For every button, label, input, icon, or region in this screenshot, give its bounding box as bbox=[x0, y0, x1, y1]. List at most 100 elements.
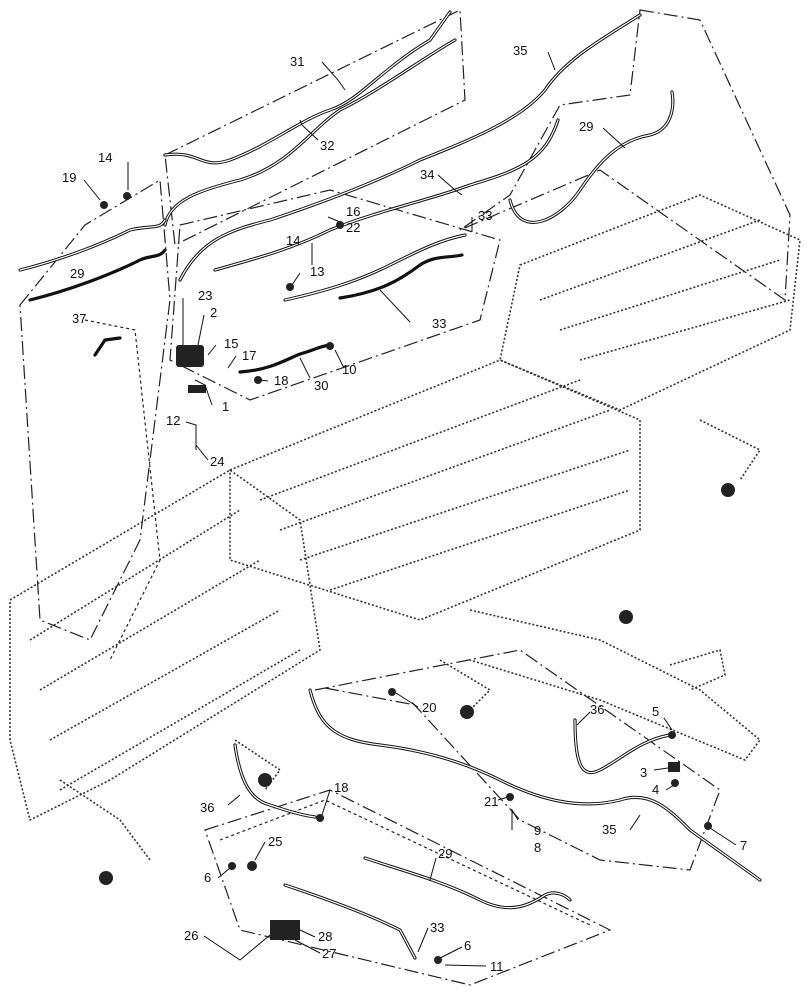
frame-lower-kit bbox=[204, 789, 612, 986]
callout-33-upper: 33 bbox=[478, 208, 492, 223]
coupler-3 bbox=[668, 762, 680, 772]
chassis-hitch-tongue bbox=[469, 609, 762, 761]
callout-3: 3 bbox=[640, 765, 647, 780]
chassis-center-crossbars bbox=[259, 379, 631, 591]
hose-29-lower bbox=[363, 856, 572, 910]
callout-14-middle: 14 bbox=[286, 233, 300, 248]
bracket-1 bbox=[188, 385, 206, 393]
fitting-16 bbox=[336, 221, 344, 229]
callout-2: 2 bbox=[210, 305, 217, 320]
callout-7: 7 bbox=[740, 838, 747, 853]
hose-30 bbox=[238, 343, 332, 374]
chassis-left-wheel-arm bbox=[234, 739, 282, 791]
callout-16: 16 bbox=[346, 204, 360, 219]
chassis-hitch-jack bbox=[669, 648, 726, 691]
hydraulic-hoses bbox=[18, 10, 762, 960]
frame-left-lines bbox=[84, 319, 161, 661]
callout-28: 28 bbox=[318, 929, 332, 944]
callout-35-lower: 35 bbox=[602, 822, 616, 837]
hose-33-middle bbox=[338, 253, 464, 300]
callout-32: 32 bbox=[320, 138, 334, 153]
callout-29-lower: 29 bbox=[438, 846, 452, 861]
wheel-left bbox=[99, 871, 113, 885]
frame-lower-kit-inner bbox=[219, 799, 591, 926]
callout-31: 31 bbox=[290, 54, 304, 69]
callout-18-upper: 18 bbox=[274, 373, 288, 388]
callout-18-lower: 18 bbox=[334, 780, 348, 795]
fitting-25 bbox=[247, 861, 257, 871]
wheel-center-right bbox=[619, 610, 633, 624]
frame-left-hoses bbox=[19, 178, 171, 641]
fitting-20 bbox=[388, 688, 396, 696]
callout-15: 15 bbox=[224, 336, 238, 351]
fitting-21 bbox=[506, 793, 514, 801]
fitting-14-upper bbox=[123, 192, 131, 200]
callout-17: 17 bbox=[242, 348, 256, 363]
leader-lines bbox=[83, 51, 737, 967]
callout-35-upper: 35 bbox=[513, 43, 527, 58]
bracket-27 bbox=[270, 920, 300, 940]
fitting-19 bbox=[100, 201, 108, 209]
group-frames bbox=[19, 9, 791, 986]
frame-hoses-top-left bbox=[164, 9, 466, 246]
callout-26: 26 bbox=[184, 928, 198, 943]
callout-30: 30 bbox=[314, 378, 328, 393]
implement-chassis bbox=[9, 194, 801, 861]
callout-24: 24 bbox=[210, 454, 224, 469]
hose-37 bbox=[93, 336, 122, 357]
callout-19: 19 bbox=[62, 170, 76, 185]
callout-29-upper: 29 bbox=[579, 119, 593, 134]
callout-21: 21 bbox=[484, 794, 498, 809]
callout-10: 10 bbox=[342, 362, 356, 377]
chassis-center-frame bbox=[229, 359, 641, 621]
chassis-center-wheel-arm bbox=[439, 659, 492, 711]
chassis-rear-crossbars bbox=[539, 219, 791, 361]
callout-27: 27 bbox=[322, 946, 336, 961]
callout-33-middle: 33 bbox=[432, 316, 446, 331]
callout-23: 23 bbox=[198, 288, 212, 303]
chassis-right-wheel-arm bbox=[699, 419, 762, 481]
valve-block bbox=[176, 345, 204, 367]
callout-34: 34 bbox=[420, 167, 434, 182]
wheel-center bbox=[460, 705, 474, 719]
callout-6-upper: 6 bbox=[204, 870, 211, 885]
hose-33-lower bbox=[283, 883, 417, 960]
frame-lower-center bbox=[314, 649, 721, 871]
wheel-left-center bbox=[258, 773, 272, 787]
callout-13: 13 bbox=[310, 264, 324, 279]
fittings bbox=[100, 192, 712, 964]
callout-33-lower: 33 bbox=[430, 920, 444, 935]
callout-20: 20 bbox=[422, 700, 436, 715]
callout-14-upper: 14 bbox=[98, 150, 112, 165]
callout-12: 12 bbox=[166, 413, 180, 428]
callout-29-left: 29 bbox=[70, 266, 84, 281]
callout-1: 1 bbox=[222, 399, 229, 414]
callout-37: 37 bbox=[72, 311, 86, 326]
fitting-5 bbox=[668, 731, 676, 739]
wheels bbox=[99, 483, 735, 885]
callout-36-right: 36 bbox=[590, 702, 604, 717]
callout-9: 9 bbox=[534, 823, 541, 838]
fitting-18-upper bbox=[254, 376, 262, 384]
hose-29-left-lower bbox=[28, 248, 167, 302]
hose-31 bbox=[163, 10, 452, 165]
callout-25: 25 bbox=[268, 834, 282, 849]
callout-5: 5 bbox=[652, 704, 659, 719]
chassis-left-crossbars bbox=[29, 509, 301, 791]
chassis-left-wing-arm bbox=[59, 779, 151, 861]
frame-hoses-middle bbox=[169, 189, 501, 401]
wheel-right bbox=[721, 483, 735, 497]
callout-4: 4 bbox=[652, 782, 659, 797]
chassis-left-frame bbox=[9, 469, 321, 822]
callout-6-lower: 6 bbox=[464, 938, 471, 953]
callout-11: 11 bbox=[490, 959, 504, 974]
callout-22: 22 bbox=[346, 220, 360, 235]
callout-36-left: 36 bbox=[200, 800, 214, 815]
fitting-18-lower bbox=[316, 814, 324, 822]
callout-8: 8 bbox=[534, 840, 541, 855]
callout-labels: 31 32 35 29 34 14 19 16 22 14 33 13 29 2… bbox=[62, 43, 747, 974]
frame-connector bbox=[324, 687, 416, 706]
fitting-10 bbox=[326, 342, 334, 350]
chassis-rear-frame bbox=[499, 194, 801, 411]
